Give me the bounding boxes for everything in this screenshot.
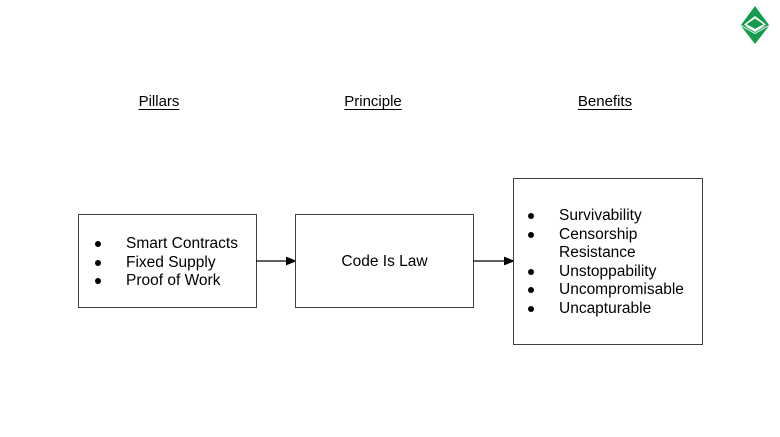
principle-label: Code Is Law bbox=[341, 252, 428, 270]
pillars-list: Smart Contracts Fixed Supply Proof of Wo… bbox=[95, 235, 238, 291]
principle-box: Code Is Law bbox=[295, 214, 474, 308]
list-item-label: Uncompromisable bbox=[559, 281, 684, 298]
list-item: Fixed Supply bbox=[95, 254, 238, 273]
list-item: Smart Contracts bbox=[95, 235, 238, 254]
arrow-principle-to-benefits bbox=[473, 253, 515, 269]
arrow-pillars-to-principle bbox=[256, 253, 297, 269]
bullet-icon bbox=[95, 241, 101, 247]
list-item-label: Uncapturable bbox=[559, 299, 652, 317]
bullet-icon bbox=[528, 287, 534, 293]
ethereum-classic-logo bbox=[740, 6, 770, 44]
list-item: Unstoppability bbox=[528, 263, 699, 282]
column-header-benefits: Benefits bbox=[577, 93, 633, 110]
benefits-list: Survivability Censorship Resistance Unst… bbox=[528, 207, 699, 318]
pillars-box: Smart Contracts Fixed Supply Proof of Wo… bbox=[78, 214, 257, 308]
column-header-principle: Principle bbox=[344, 93, 402, 110]
bullet-icon bbox=[528, 305, 534, 312]
list-item: Proof of Work bbox=[95, 272, 238, 291]
bullet-icon bbox=[528, 231, 534, 238]
list-item-label: Censorship Resistance bbox=[559, 225, 638, 262]
list-item: Survivability bbox=[528, 207, 699, 226]
bullet-icon bbox=[528, 213, 534, 219]
list-item-label: Survivability bbox=[559, 207, 642, 224]
bullet-icon bbox=[95, 278, 101, 284]
list-item-label: Fixed Supply bbox=[126, 253, 216, 271]
list-item: Uncapturable bbox=[528, 300, 699, 319]
list-item: Uncompromisable bbox=[528, 281, 699, 300]
list-item-label: Proof of Work bbox=[126, 272, 221, 289]
bullet-icon bbox=[528, 268, 534, 275]
benefits-box: Survivability Censorship Resistance Unst… bbox=[513, 178, 703, 345]
column-header-pillars: Pillars bbox=[138, 93, 180, 110]
bullet-icon bbox=[95, 259, 101, 266]
list-item-label: Unstoppability bbox=[559, 262, 657, 280]
list-item: Censorship Resistance bbox=[528, 226, 699, 263]
list-item-label: Smart Contracts bbox=[126, 235, 238, 252]
